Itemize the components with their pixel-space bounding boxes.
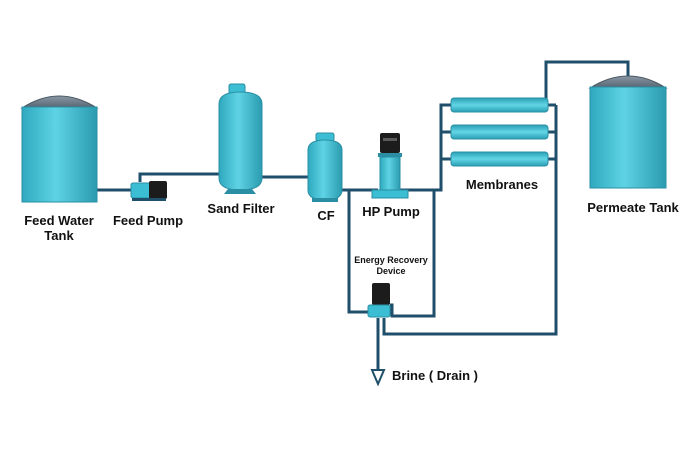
erd-housing [367, 304, 391, 318]
permeate-tank-label: Permeate Tank [587, 200, 679, 215]
pipe-permeate-to-tank [544, 60, 630, 102]
feed-tank-body [21, 106, 98, 203]
feed-tank-dome [20, 95, 99, 109]
cf-stand [312, 198, 338, 202]
pipe-feed-pump-to-sand-filter [138, 172, 220, 182]
feed-pump-housing [130, 182, 152, 199]
feed-pump-label: Feed Pump [113, 213, 183, 228]
hp-pump-flange [378, 153, 402, 157]
pipe-feed-to-erd [347, 190, 374, 314]
brine-drain-label: Brine ( Drain ) [392, 368, 478, 383]
feed-pump [130, 181, 167, 201]
sand-filter-label: Sand Filter [207, 201, 274, 216]
pipe-network [97, 60, 630, 372]
hp-pump-label: HP Pump [362, 204, 420, 219]
brine-drain-arrow [370, 369, 386, 387]
cartridge-filter [307, 132, 343, 202]
hp-pump-motor-fin [383, 138, 397, 141]
permeate-tank [588, 75, 668, 189]
pipe-hp-pump-to-membranes [398, 103, 451, 192]
hp-pump-motor [380, 133, 400, 153]
pipe-concentrate-to-erd [382, 105, 558, 336]
membranes [450, 97, 549, 167]
pipe-erd-to-membranes [390, 190, 436, 318]
cf-label: CF [317, 208, 334, 223]
feed-pump-base [132, 198, 166, 201]
feed-pump-motor [149, 181, 167, 199]
membrane-vessel-1 [450, 97, 549, 113]
cf-body [307, 139, 343, 201]
erd-motor [372, 283, 390, 305]
permeate-tank-dome [588, 75, 668, 89]
sand-filter [218, 83, 263, 194]
feed-water-tank-label-line1: Feed Water [24, 213, 94, 228]
membrane-vessel-3 [450, 151, 549, 167]
permeate-tank-body [589, 86, 667, 189]
sand-filter-stand [224, 189, 256, 194]
hp-pump-base [371, 189, 409, 199]
hp-pump-body [379, 156, 401, 192]
energy-recovery-label-line2: Device [376, 266, 405, 276]
energy-recovery-device [367, 283, 391, 318]
feed-water-tank-label-line2: Tank [44, 228, 74, 243]
energy-recovery-label-line1: Energy Recovery [354, 255, 428, 265]
feed-water-tank [20, 95, 99, 203]
membrane-vessel-2 [450, 124, 549, 140]
sand-filter-body [218, 91, 263, 191]
membranes-label: Membranes [466, 177, 538, 192]
hp-pump [371, 133, 409, 199]
